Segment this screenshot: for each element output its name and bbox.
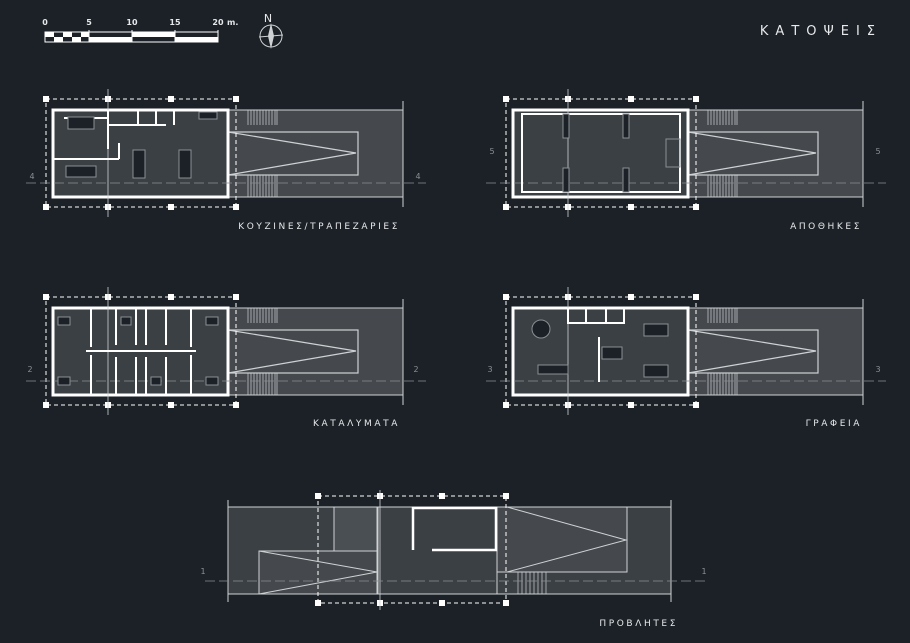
section-marker: 2 xyxy=(413,365,418,374)
section-marker: 4 xyxy=(415,172,420,181)
section-marker: 3 xyxy=(875,365,880,374)
plan-lodging xyxy=(24,285,428,417)
plan-jetties xyxy=(205,490,705,610)
scale-tick: 0 xyxy=(42,18,48,27)
section-marker: 3 xyxy=(487,365,492,374)
north-arrow-icon: N xyxy=(258,12,284,49)
section-marker: 2 xyxy=(27,365,32,374)
plan-label: ΠΡΟΒΛΗΤΕΣ xyxy=(599,619,678,629)
plan-storage xyxy=(484,87,888,219)
scale-tick: 5 xyxy=(86,18,92,27)
section-marker: 4 xyxy=(29,172,34,181)
plan-label: ΓΡΑΦΕΙΑ xyxy=(806,419,862,429)
sheet-title: ΚΑΤΟΨΕΙΣ xyxy=(760,24,882,39)
plan-offices xyxy=(484,285,888,417)
scale-tick: 10 xyxy=(126,18,138,27)
svg-text:N: N xyxy=(264,12,272,25)
section-marker: 1 xyxy=(200,567,205,576)
plan-label: ΑΠΟΘΗΚΕΣ xyxy=(790,222,862,232)
scale-unit: m. xyxy=(227,18,238,27)
scale-bar: 0 5 10 15 20 m. xyxy=(42,18,238,43)
scale-tick: 15 xyxy=(169,18,181,27)
plan-label: ΚΟΥΖΙΝΕΣ/ΤΡΑΠΕΖΑΡΙΕΣ xyxy=(238,222,400,232)
section-marker: 5 xyxy=(489,147,494,156)
section-marker: 1 xyxy=(701,567,706,576)
plan-kitchens xyxy=(24,87,428,219)
scale-tick: 20 xyxy=(212,18,224,27)
section-marker: 5 xyxy=(875,147,880,156)
plan-label: ΚΑΤΑΛΥΜΑΤΑ xyxy=(313,419,400,429)
